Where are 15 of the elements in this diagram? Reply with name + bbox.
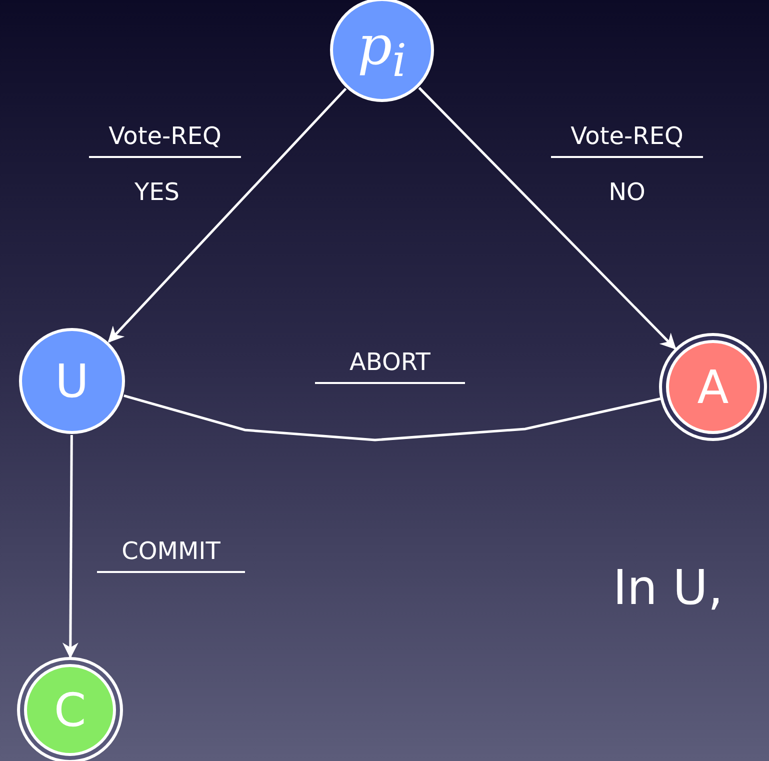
- edge-label: Vote-REQ: [551, 122, 703, 158]
- state-label: C: [54, 683, 86, 737]
- edge-label: Vote-REQ: [89, 122, 241, 158]
- edge-label: ABORT: [315, 348, 465, 384]
- transition-arrow: [62, 435, 78, 659]
- edge-label: COMMIT: [97, 537, 245, 573]
- state-label: p$_{i}$: [358, 14, 406, 86]
- state-label: A: [697, 360, 729, 414]
- transition-arrow: [108, 88, 347, 343]
- note-text: In U,: [612, 560, 724, 616]
- state-label: U: [55, 354, 89, 408]
- transition-arrow: [418, 86, 676, 350]
- output-label: NO: [608, 178, 646, 206]
- output-label: YES: [134, 178, 180, 206]
- transition-line: [124, 394, 661, 442]
